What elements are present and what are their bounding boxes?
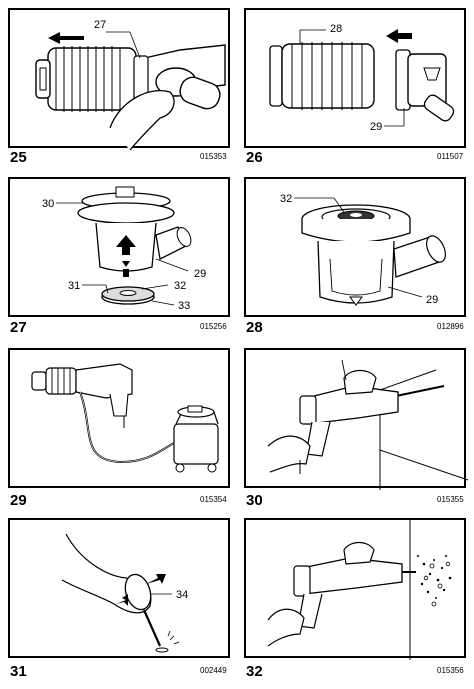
callout-label: 29 <box>194 268 206 280</box>
figure-panel-28: 32 29 <box>244 177 466 317</box>
callout-label: 34 <box>176 589 188 601</box>
figure-panel-31: 34 <box>8 518 230 658</box>
figure-panel-25: 27 <box>8 8 230 151</box>
illustration-drilling-wall <box>267 359 469 490</box>
figure-code: 012896 <box>437 322 464 331</box>
illustration-dust-cup-exploded: 30 31 32 29 33 <box>42 186 206 312</box>
illustration-blow-out-bulb: 34 <box>61 533 188 653</box>
figure-number: 27 <box>10 319 27 336</box>
figure-number: 26 <box>246 149 263 166</box>
callout-label: 32 <box>280 193 292 205</box>
figure-panel-27: 30 31 32 29 33 <box>8 177 230 317</box>
figure-number: 30 <box>246 492 263 509</box>
figure-panel-26: 28 29 <box>244 8 466 148</box>
callout-label: 27 <box>94 19 106 31</box>
figure-panel-29 <box>8 348 230 488</box>
callout-label: 31 <box>68 280 80 292</box>
callout-label: 32 <box>174 280 186 292</box>
illustration-bellows-removal: 27 <box>35 19 226 151</box>
figure-code: 015256 <box>200 322 227 331</box>
illustration-drill-with-vacuum <box>31 363 219 473</box>
illustration-dust-cup-assembled: 32 29 <box>280 193 446 306</box>
callout-label: 33 <box>178 300 190 312</box>
figure-number: 32 <box>246 663 263 680</box>
callout-label: 30 <box>42 198 54 210</box>
illustration-bellows-attach: 28 29 <box>269 23 455 133</box>
illustration-drilling-dust-spray <box>267 520 452 660</box>
figure-code: 002449 <box>200 666 227 675</box>
figure-code: 015356 <box>437 666 464 675</box>
figure-number: 25 <box>10 149 27 166</box>
callout-label: 29 <box>426 294 438 306</box>
figure-number: 28 <box>246 319 263 336</box>
callout-label: 29 <box>370 121 382 133</box>
figure-number: 29 <box>10 492 27 509</box>
figure-number: 31 <box>10 663 27 680</box>
figure-code: 015355 <box>437 495 464 504</box>
figure-code: 011507 <box>437 152 464 161</box>
figure-panel-30 <box>244 348 469 490</box>
figure-code: 015353 <box>200 152 227 161</box>
callout-label: 28 <box>330 23 342 35</box>
figure-panel-32 <box>244 518 466 660</box>
figure-code: 015354 <box>200 495 227 504</box>
